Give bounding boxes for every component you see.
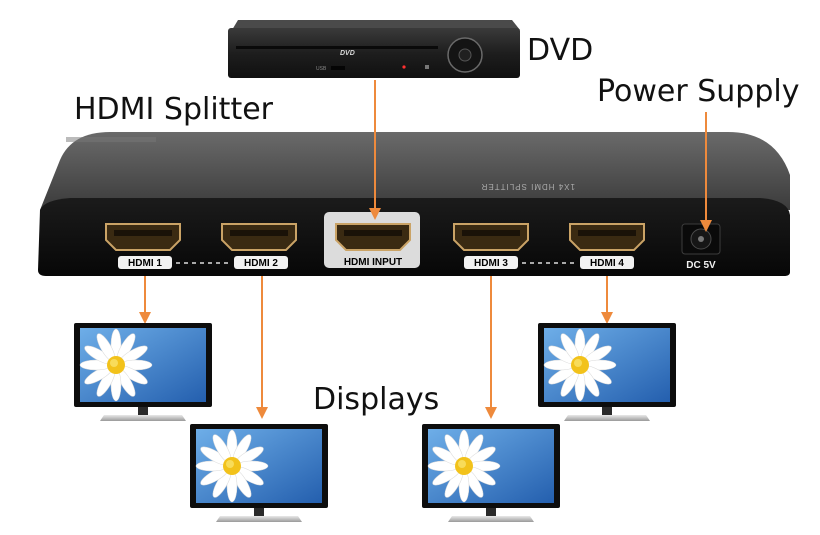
display-3-monitor-icon [421, 423, 561, 523]
hdmi-input-port[interactable] [324, 212, 420, 268]
hdmi-port-3[interactable] [453, 223, 529, 251]
splitter-label: HDMI Splitter [74, 92, 273, 127]
hdmi-port-1[interactable] [105, 223, 181, 251]
display-1-monitor-icon [73, 322, 213, 422]
port-label-dc: DC 5V [686, 260, 716, 271]
port-label-hdmi2: HDMI 2 [244, 258, 278, 269]
display-4-monitor-icon [537, 322, 677, 422]
port-label-hdmi3: HDMI 3 [474, 258, 508, 269]
splitter-top-text: 1X4 HDMI SPLITTER [481, 182, 575, 191]
port-label-input: HDMI INPUT [344, 257, 402, 268]
dvd-player: DVD USB [228, 20, 520, 78]
hdmi-port-4[interactable] [569, 223, 645, 251]
displays-label: Displays [313, 382, 440, 417]
dvd-power-led [402, 65, 406, 69]
power-supply-label: Power Supply [597, 74, 800, 109]
dvd-logo: DVD [340, 50, 355, 57]
dc-jack-icon[interactable] [681, 223, 721, 255]
port-label-hdmi4: HDMI 4 [590, 258, 624, 269]
hdmi-splitter: 1X4 HDMI SPLITTER [38, 132, 790, 276]
display-2-monitor-icon [189, 423, 329, 523]
port-label-hdmi1: HDMI 1 [128, 258, 162, 269]
hdmi-port-2[interactable] [221, 223, 297, 251]
dvd-usb-slot [331, 66, 345, 70]
dvd-label: DVD [527, 33, 594, 68]
signal-arrows [139, 80, 712, 419]
dvd-usb-label: USB [316, 66, 327, 72]
